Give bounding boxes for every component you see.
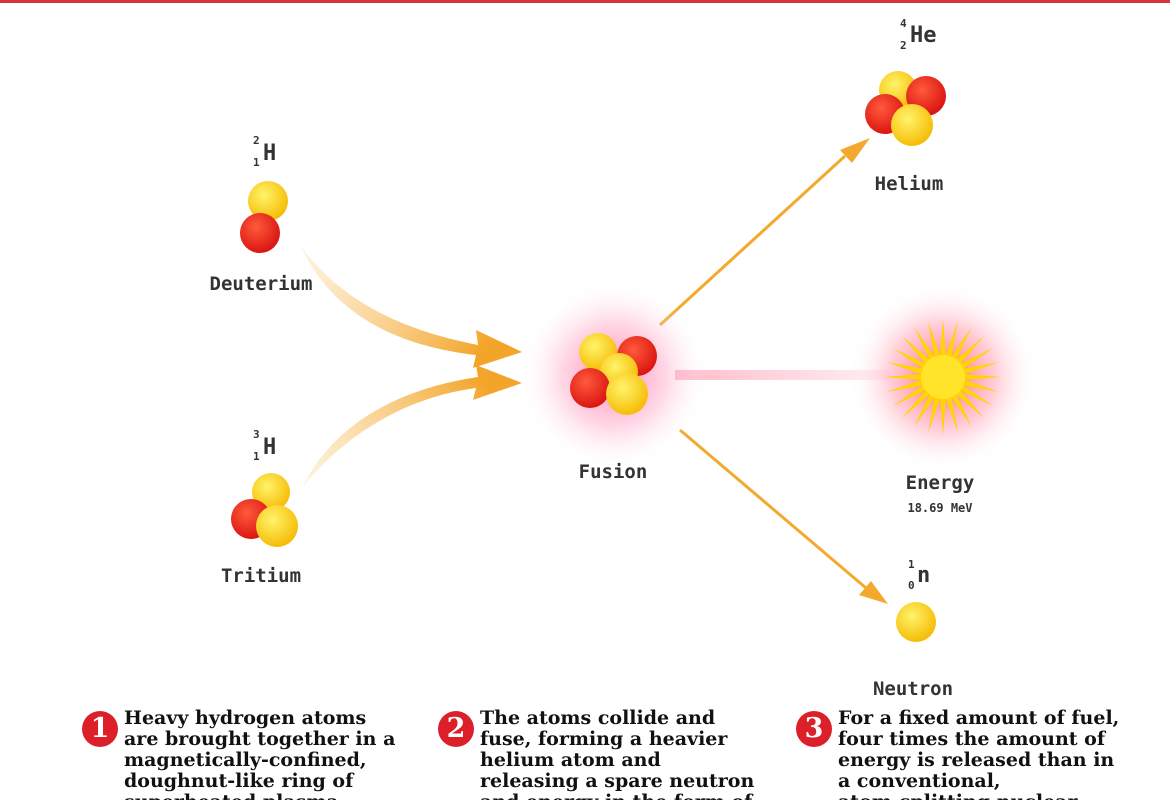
step-2-number-badge: 2 — [438, 711, 474, 747]
deuterium-nucleus — [240, 181, 288, 253]
step-2-line: fuse, forming a heavier — [480, 728, 728, 750]
step-1-line: are brought together in a — [124, 728, 396, 750]
tritium-mass-number: 3 — [253, 428, 260, 441]
tritium-arrow — [302, 365, 522, 488]
helium-label: Helium — [875, 173, 944, 195]
step-1-number-badge: 1 — [82, 711, 118, 747]
step-1-line: doughnut-like ring of — [124, 770, 354, 792]
step-2-text: The atoms collide and fuse, forming a he… — [480, 708, 754, 800]
tritium-nucleus — [231, 473, 298, 547]
energy-core — [921, 355, 965, 399]
step-3-line: For a fixed amount of fuel, — [838, 708, 1120, 729]
helium-atomic-number: 2 — [900, 39, 907, 52]
neutron-atomic-number: 0 — [908, 579, 915, 592]
step-3-number-badge: 3 — [796, 711, 832, 747]
helium-nucleus — [865, 71, 946, 146]
explanation-steps: 1 Heavy hydrogen atoms are brought toget… — [0, 708, 1170, 800]
step-1-line: magnetically-confined, — [124, 749, 367, 771]
neutron-symbol: n — [917, 563, 930, 588]
helium-symbol: He — [910, 23, 937, 48]
step-2-line: and energy in the form of — [480, 792, 754, 800]
energy-beam — [675, 370, 890, 380]
step-2: 2 The atoms collide and fuse, forming a … — [438, 708, 778, 800]
step-3-line: energy is released than in — [838, 749, 1115, 771]
neutron-label: Neutron — [873, 678, 953, 700]
step-1-line: Heavy hydrogen atoms — [124, 708, 367, 729]
top-accent-line — [0, 0, 1170, 3]
tritium-atomic-number: 1 — [253, 450, 260, 463]
step-3-line: a conventional, — [838, 770, 1001, 792]
tritium-label: Tritium — [221, 565, 301, 587]
tritium-symbol: H — [263, 435, 276, 460]
deuterium-arrow — [300, 245, 522, 368]
step-3-line: atom-splitting nuclear — [838, 792, 1119, 800]
energy-value: 18.69 MeV — [907, 501, 972, 515]
step-1-text: Heavy hydrogen atoms are brought togethe… — [124, 708, 395, 800]
helium-mass-number: 4 — [900, 17, 907, 30]
neutron-mass-number: 1 — [908, 558, 915, 571]
deuterium-atomic-number: 1 — [253, 156, 260, 169]
fusion-diagram: 2 1 H Deuterium 3 1 H Tritium Fusion 4 2… — [210, 17, 1038, 700]
step-3: 3 For a fixed amount of fuel, four times… — [796, 708, 1170, 800]
deuterium-symbol: H — [263, 141, 276, 166]
fusion-label: Fusion — [579, 461, 648, 483]
energy-label: Energy — [906, 472, 975, 494]
helium-arrow — [658, 138, 870, 327]
step-2-line: releasing a spare neutron — [480, 770, 755, 792]
neutron-arrow — [679, 428, 888, 604]
neutron-particle — [896, 602, 936, 642]
deuterium-label: Deuterium — [210, 273, 313, 295]
fusion-nucleus — [570, 333, 657, 415]
deuterium-mass-number: 2 — [253, 134, 260, 147]
step-1: 1 Heavy hydrogen atoms are brought toget… — [82, 708, 422, 800]
step-2-line: helium atom and — [480, 749, 661, 771]
step-3-text: For a fixed amount of fuel, four times t… — [838, 708, 1119, 800]
step-1-line: superheated plasma — [124, 792, 395, 800]
step-3-line: four times the amount of — [838, 728, 1106, 750]
step-2-line: The atoms collide and — [480, 708, 716, 729]
